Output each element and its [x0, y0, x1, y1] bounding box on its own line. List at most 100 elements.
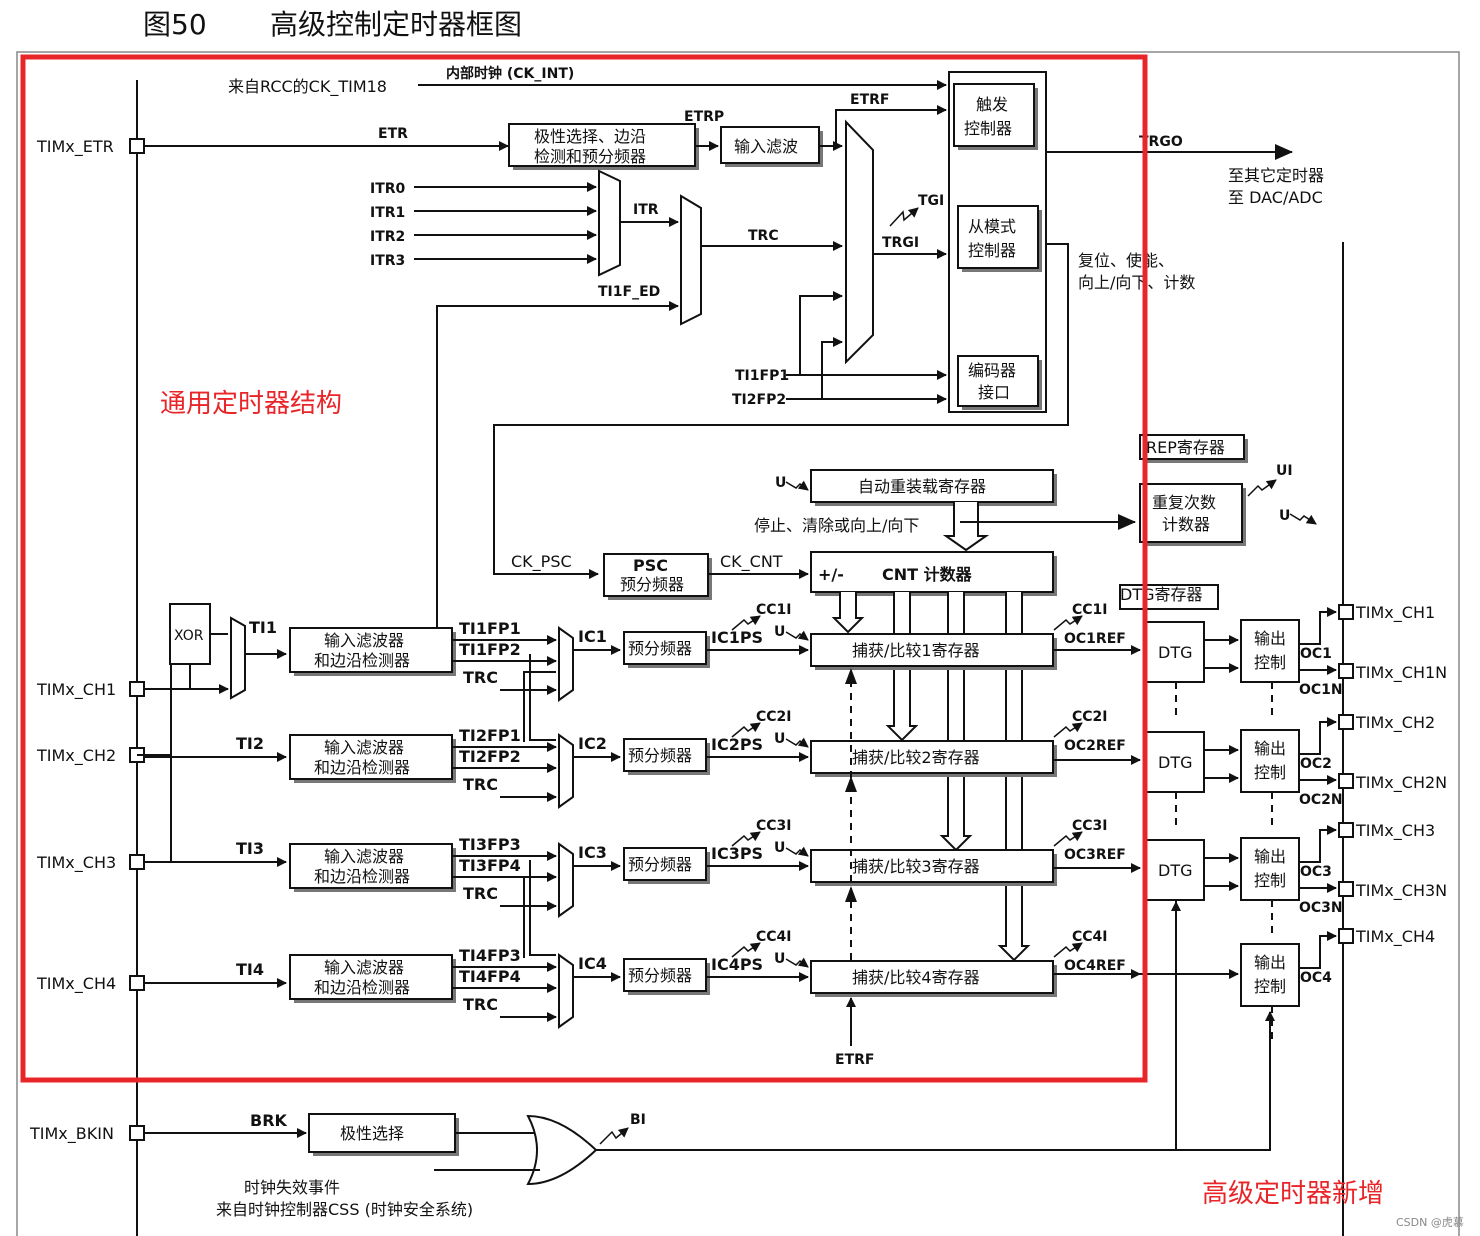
cc-label: 捕获/比较2寄存器: [852, 748, 980, 767]
svg-text:自动重装载寄存器: 自动重装载寄存器: [858, 477, 986, 496]
ti2fp2-enc-label: TI2FP2: [732, 392, 786, 408]
polarity-select-block: 极性选择: [308, 1113, 459, 1156]
itr3-label: ITR3: [370, 253, 405, 269]
trigger-mux: [845, 119, 874, 365]
pin-ch3: TIMx_CH3: [36, 853, 145, 873]
watermark: CSDN @虎慕: [1396, 1215, 1464, 1229]
cc-label: 捕获/比较4寄存器: [852, 968, 980, 987]
rep-register: REP寄存器: [1139, 434, 1248, 463]
pin-label: TIMx_CH1: [1355, 603, 1435, 623]
pin-ch1: TIMx_CH1: [36, 680, 145, 700]
cci-out-label: CC1I: [1072, 602, 1108, 618]
advanced-additions-annotation: 高级定时器新增: [1202, 1179, 1384, 1209]
prescaler-block: [623, 958, 707, 992]
filter-label-2: 和边沿检测器: [314, 758, 410, 777]
ic-label: IC2: [578, 734, 607, 753]
figure-number: 图50: [143, 8, 207, 41]
svg-text:极性选择: 极性选择: [340, 1124, 404, 1143]
ocn-label: OC3N: [1299, 900, 1343, 916]
fp-a-label: TI1FP1: [459, 619, 521, 638]
ck-cnt-label: CK_CNT: [720, 552, 783, 572]
icps-label: IC3PS: [711, 844, 763, 863]
svg-text:控制器: 控制器: [968, 241, 1016, 260]
pin-label: TIMx_CH1N: [1355, 663, 1447, 683]
svg-text:TIMx_BKIN: TIMx_BKIN: [29, 1124, 114, 1144]
cci-out-label: CC2I: [1072, 709, 1108, 725]
output-control-block: [1240, 837, 1300, 901]
svg-text:预分频器: 预分频器: [620, 575, 684, 594]
prescaler-label: 预分频器: [628, 639, 692, 658]
svg-text:TIMx_CH4: TIMx_CH4: [36, 974, 116, 994]
css-label: 来自时钟控制器CSS (时钟安全系统): [216, 1200, 473, 1219]
itr-out-label: ITR: [633, 202, 659, 218]
icps-label: IC4PS: [711, 955, 763, 974]
svg-text:TIMx_CH1: TIMx_CH1: [36, 680, 116, 700]
output-control-label-1: 输出: [1254, 847, 1286, 866]
svg-text:XOR: XOR: [174, 628, 204, 644]
prescaler-label: 预分频器: [628, 855, 692, 874]
u-rep-label: U: [1279, 508, 1290, 524]
ic-mux: [558, 626, 574, 702]
cci-label: CC2I: [756, 709, 792, 725]
ti3-label: TI3: [236, 839, 264, 858]
filter-label-2: 和边沿检测器: [314, 651, 410, 670]
trgo-label: TRGO: [1139, 134, 1183, 150]
ocref-label: OC1REF: [1064, 631, 1126, 647]
cci-out-label: CC4I: [1072, 929, 1108, 945]
trigger-controller: 触发 控制器: [953, 83, 1038, 150]
svg-text:重复次数: 重复次数: [1152, 493, 1216, 512]
output-control-label-1: 输出: [1254, 739, 1286, 758]
general-timer-highlight: [20, 54, 1148, 1083]
output-control-label-1: 输出: [1254, 953, 1286, 972]
xor-gate: XOR: [169, 603, 211, 665]
trc-in-label: TRC: [463, 884, 498, 903]
prescaler-label: 预分频器: [628, 746, 692, 765]
dtg-label: DTG: [1158, 643, 1193, 662]
u-label: U: [774, 951, 785, 967]
capture-compare-register: [810, 633, 1054, 667]
itr0-label: ITR0: [370, 181, 406, 197]
output-control-block: [1240, 943, 1300, 1007]
oc-label: OC2: [1300, 756, 1332, 772]
svg-text:计数器: 计数器: [1162, 515, 1210, 534]
etrf-bottom-label: ETRF: [835, 1052, 874, 1068]
cci-out-label: CC3I: [1072, 818, 1108, 834]
pin-label: TIMx_CH3N: [1355, 881, 1447, 901]
itr2-label: ITR2: [370, 229, 405, 245]
to-other-timers-label: 至其它定时器: [1228, 166, 1324, 185]
prescaler-block: [623, 631, 707, 665]
input-filter-edge-detector: [289, 843, 453, 889]
pin-out_ch1n: [1338, 663, 1354, 679]
oc-label: OC3: [1300, 864, 1332, 880]
cci-label: CC4I: [756, 929, 792, 945]
itr-mux: [598, 169, 621, 277]
pin-out_ch1: [1338, 604, 1354, 620]
trgi-label: TRGI: [882, 235, 919, 251]
fp-a-label: TI2FP1: [459, 726, 521, 745]
slave-mode-controller: 从模式 控制器: [957, 205, 1042, 272]
dtg-register: [1119, 584, 1219, 610]
svg-text:+/-: +/-: [818, 565, 844, 584]
trc-in-label: TRC: [463, 775, 498, 794]
reset-enable-label: 复位、使能、: [1078, 251, 1174, 270]
input-filter-edge-detector: [289, 954, 453, 1000]
pin-label: TIMx_CH3: [1355, 821, 1435, 841]
trc-in-label: TRC: [463, 995, 498, 1014]
output-control-label-2: 控制: [1254, 977, 1286, 996]
svg-text:触发: 触发: [976, 95, 1008, 114]
tgi-label: TGI: [918, 193, 944, 209]
filter-label-2: 和边沿检测器: [314, 978, 410, 997]
clock-fail-label: 时钟失效事件: [244, 1178, 340, 1197]
pin-out_ch4: [1338, 928, 1354, 944]
output-control-label-2: 控制: [1254, 653, 1286, 672]
trc-label: TRC: [748, 228, 779, 244]
pin-bkin: TIMx_BKIN: [29, 1124, 145, 1144]
pin-ch4: TIMx_CH4: [36, 974, 145, 994]
ic-mux: [558, 953, 574, 1029]
pin-out_ch3: [1338, 822, 1354, 838]
